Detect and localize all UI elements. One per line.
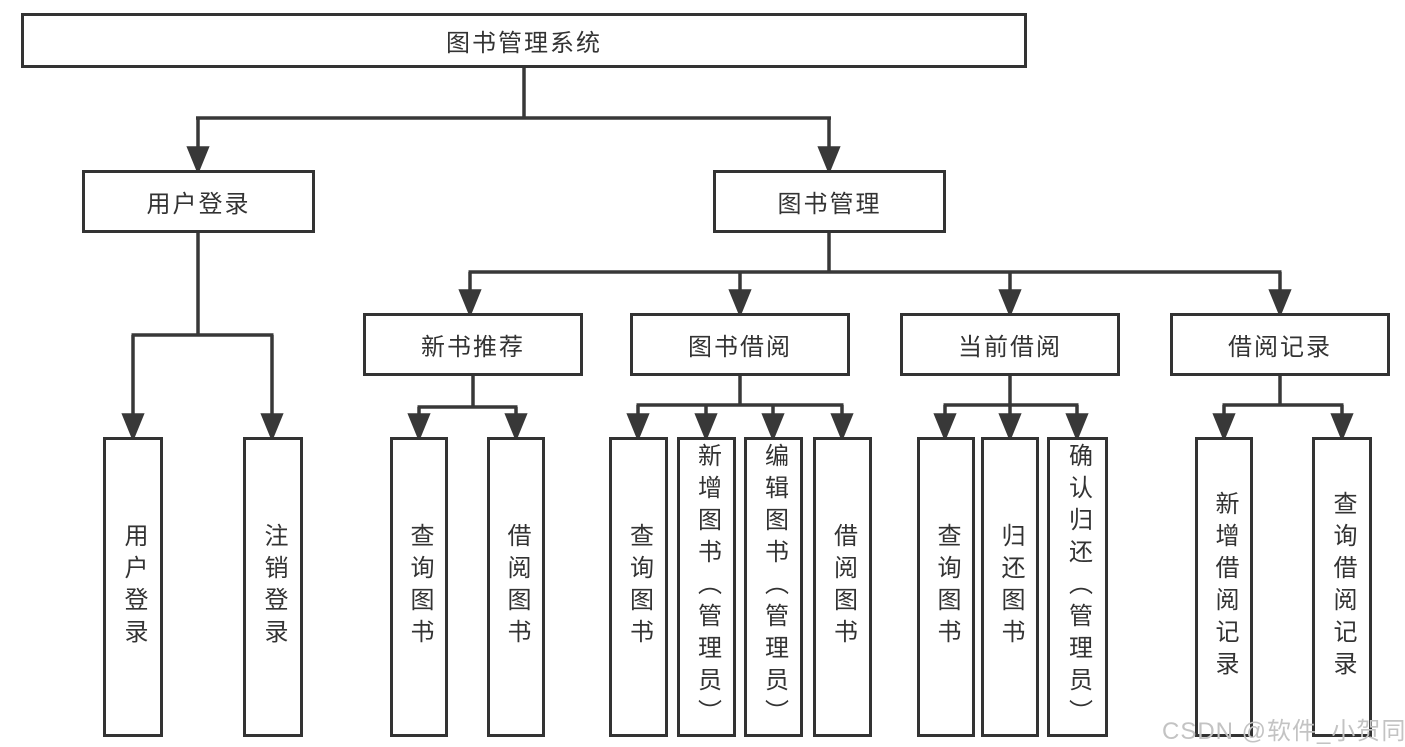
leaf-query-books-borrowing: 查询图书 xyxy=(609,437,668,737)
node-new-book-recommend: 新书推荐 xyxy=(363,313,583,376)
leaf-borrow-books: 借阅图书 xyxy=(813,437,872,737)
leaf-label: 查询图书 xyxy=(406,523,433,651)
leaf-label: 查询图书 xyxy=(625,523,653,651)
leaf-query-books-current: 查询图书 xyxy=(917,437,975,737)
leaf-borrow-books-recommend: 借阅图书 xyxy=(487,437,545,737)
leaf-label: 查询图书 xyxy=(933,523,960,651)
node-label: 借阅记录 xyxy=(1228,334,1332,361)
node-library-system: 图书管理系统 xyxy=(21,13,1027,68)
leaf-label: 用户登录 xyxy=(120,523,147,651)
node-label: 当前借阅 xyxy=(958,334,1062,361)
leaf-label: 注销登录 xyxy=(260,523,287,651)
leaf-query-borrow-record: 查询借阅记录 xyxy=(1312,437,1372,737)
leaf-label: 新增借阅记录 xyxy=(1211,491,1238,683)
node-book-borrowing: 图书借阅 xyxy=(630,313,850,376)
node-label: 新书推荐 xyxy=(421,334,525,361)
leaf-confirm-return-admin: 确认归还（管理员） xyxy=(1047,437,1108,737)
node-label: 图书管理 xyxy=(777,191,882,218)
leaf-add-books-admin: 新增图书（管理员） xyxy=(677,437,736,737)
node-label: 用户登录 xyxy=(146,191,251,218)
node-user-login: 用户登录 xyxy=(82,170,315,233)
node-label: 图书借阅 xyxy=(688,334,792,361)
leaf-query-books-recommend: 查询图书 xyxy=(390,437,448,737)
node-label: 图书管理系统 xyxy=(446,30,602,57)
leaf-label: 查询借阅记录 xyxy=(1329,491,1356,683)
leaf-label: 编辑图书（管理员） xyxy=(760,443,788,731)
node-borrowing-records: 借阅记录 xyxy=(1170,313,1390,376)
node-book-management: 图书管理 xyxy=(713,170,946,233)
leaf-return-books: 归还图书 xyxy=(981,437,1039,737)
leaf-logout: 注销登录 xyxy=(243,437,303,737)
node-current-borrowing: 当前借阅 xyxy=(900,313,1120,376)
csdn-watermark: CSDN @软件_小贺同学 xyxy=(1162,718,1405,745)
leaf-label: 归还图书 xyxy=(997,523,1024,651)
leaf-label: 借阅图书 xyxy=(829,523,857,651)
leaf-label: 借阅图书 xyxy=(503,523,530,651)
leaf-label: 确认归还（管理员） xyxy=(1064,443,1092,731)
leaf-add-borrow-record: 新增借阅记录 xyxy=(1195,437,1253,737)
leaf-label: 新增图书（管理员） xyxy=(693,443,721,731)
leaf-edit-books-admin: 编辑图书（管理员） xyxy=(744,437,803,737)
leaf-user-login: 用户登录 xyxy=(103,437,163,737)
